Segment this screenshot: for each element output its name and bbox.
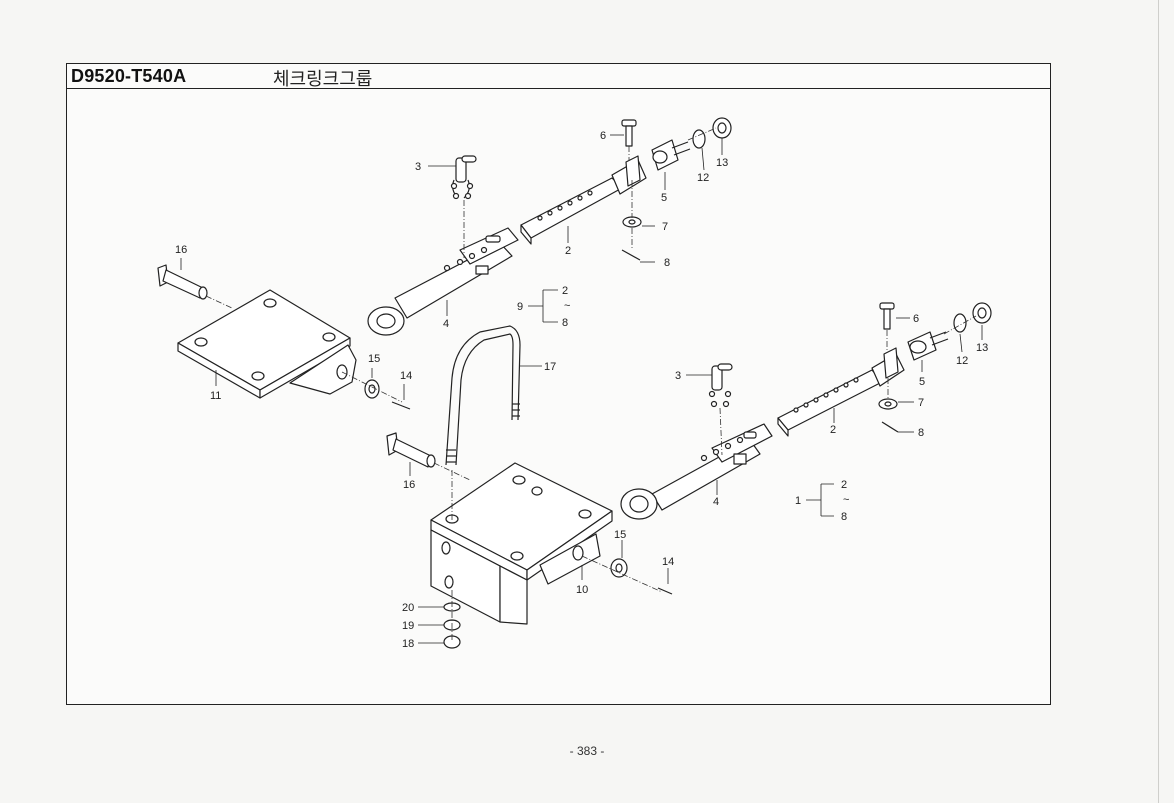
eye-bolt-5-lower — [907, 331, 949, 361]
callout-10: 10 — [576, 584, 588, 596]
callout-4-lower: 4 — [713, 496, 719, 508]
eye-bolt-5-upper — [651, 139, 691, 171]
page-number: - 383 - — [569, 744, 605, 758]
pin-6-upper — [621, 119, 637, 147]
callout-12-lower: 12 — [956, 355, 968, 367]
part-group-code: D9520-T540A — [71, 66, 187, 86]
callout-2-lower: 2 — [830, 424, 836, 436]
callout-labels: 6 3 13 12 5 7 2 8 16 4 2 9 ~ 8 15 14 11 … — [175, 130, 988, 650]
washer-12-upper — [692, 129, 706, 149]
cotter-pin-14-lower — [657, 587, 673, 595]
lock-pin-3-lower — [708, 363, 733, 408]
callout-15-lower: 15 — [614, 529, 626, 541]
clevis-yoke-lower — [871, 347, 905, 387]
washer-12-lower — [953, 313, 967, 333]
callout-13-upper: 13 — [716, 157, 728, 169]
adjusting-tube-2-lower — [777, 369, 883, 437]
lock-pin-3-upper — [450, 155, 477, 200]
callout-17: 17 — [544, 361, 556, 373]
callout-7-lower: 7 — [918, 397, 924, 409]
link-body-4-upper — [367, 227, 519, 336]
pin-6-lower — [879, 302, 895, 330]
title-bar: D9520-T540A 체크링크그룹 — [67, 64, 1050, 90]
callout-3-upper: 3 — [415, 161, 421, 173]
callout-6-lower: 6 — [913, 313, 919, 325]
callout-16-upper: 16 — [175, 244, 187, 256]
callout-5-lower: 5 — [919, 376, 925, 388]
leader-lines — [180, 134, 983, 644]
callout-9: 9 — [517, 301, 523, 313]
callout-4-upper: 4 — [443, 318, 449, 330]
clevis-pin-16-lower — [386, 432, 436, 468]
callout-20: 20 — [402, 602, 414, 614]
callout-2-upper: 2 — [565, 245, 571, 257]
callout-range-tilde-lower: ~ — [843, 494, 849, 506]
callout-range-tilde-upper: ~ — [564, 300, 570, 312]
callout-14-upper: 14 — [400, 370, 412, 382]
callout-3-lower: 3 — [675, 370, 681, 382]
bracket-plate-11 — [177, 289, 357, 399]
callout-1: 1 — [795, 495, 801, 507]
center-lines — [205, 127, 977, 640]
page-edge — [1158, 0, 1159, 803]
callout-11: 11 — [210, 390, 221, 402]
cotter-8-upper — [621, 249, 641, 261]
callout-8-lower: 8 — [918, 427, 924, 439]
callout-5-upper: 5 — [661, 192, 667, 204]
callout-15-upper: 15 — [368, 353, 380, 365]
callout-12-upper: 12 — [697, 172, 709, 184]
callout-8-range-lower: 8 — [841, 511, 847, 523]
link-body-4-lower — [620, 423, 773, 520]
callout-2-range-lower: 2 — [841, 479, 847, 491]
callout-19: 19 — [402, 620, 414, 632]
bracket-10 — [430, 462, 613, 625]
adjusting-tube-2-upper — [520, 177, 623, 245]
cotter-pin-14-upper — [391, 401, 411, 410]
callout-16-lower: 16 — [403, 479, 415, 491]
diagram-frame: D9520-T540A 체크링크그룹 — [66, 63, 1051, 705]
callout-14-lower: 14 — [662, 556, 674, 568]
u-bolt-17 — [445, 325, 521, 466]
callout-18: 18 — [402, 638, 414, 650]
callout-2-range-upper: 2 — [562, 285, 568, 297]
clevis-pin-16-upper — [157, 264, 208, 300]
clevis-yoke-upper — [611, 155, 647, 195]
callout-13-lower: 13 — [976, 342, 988, 354]
cotter-8-lower — [881, 421, 899, 433]
callout-8-range-upper: 8 — [562, 317, 568, 329]
callout-6-upper: 6 — [600, 130, 606, 142]
callout-8-upper: 8 — [664, 257, 670, 269]
part-group-title: 체크링크그룹 — [273, 69, 373, 90]
callout-7-upper: 7 — [662, 221, 668, 233]
